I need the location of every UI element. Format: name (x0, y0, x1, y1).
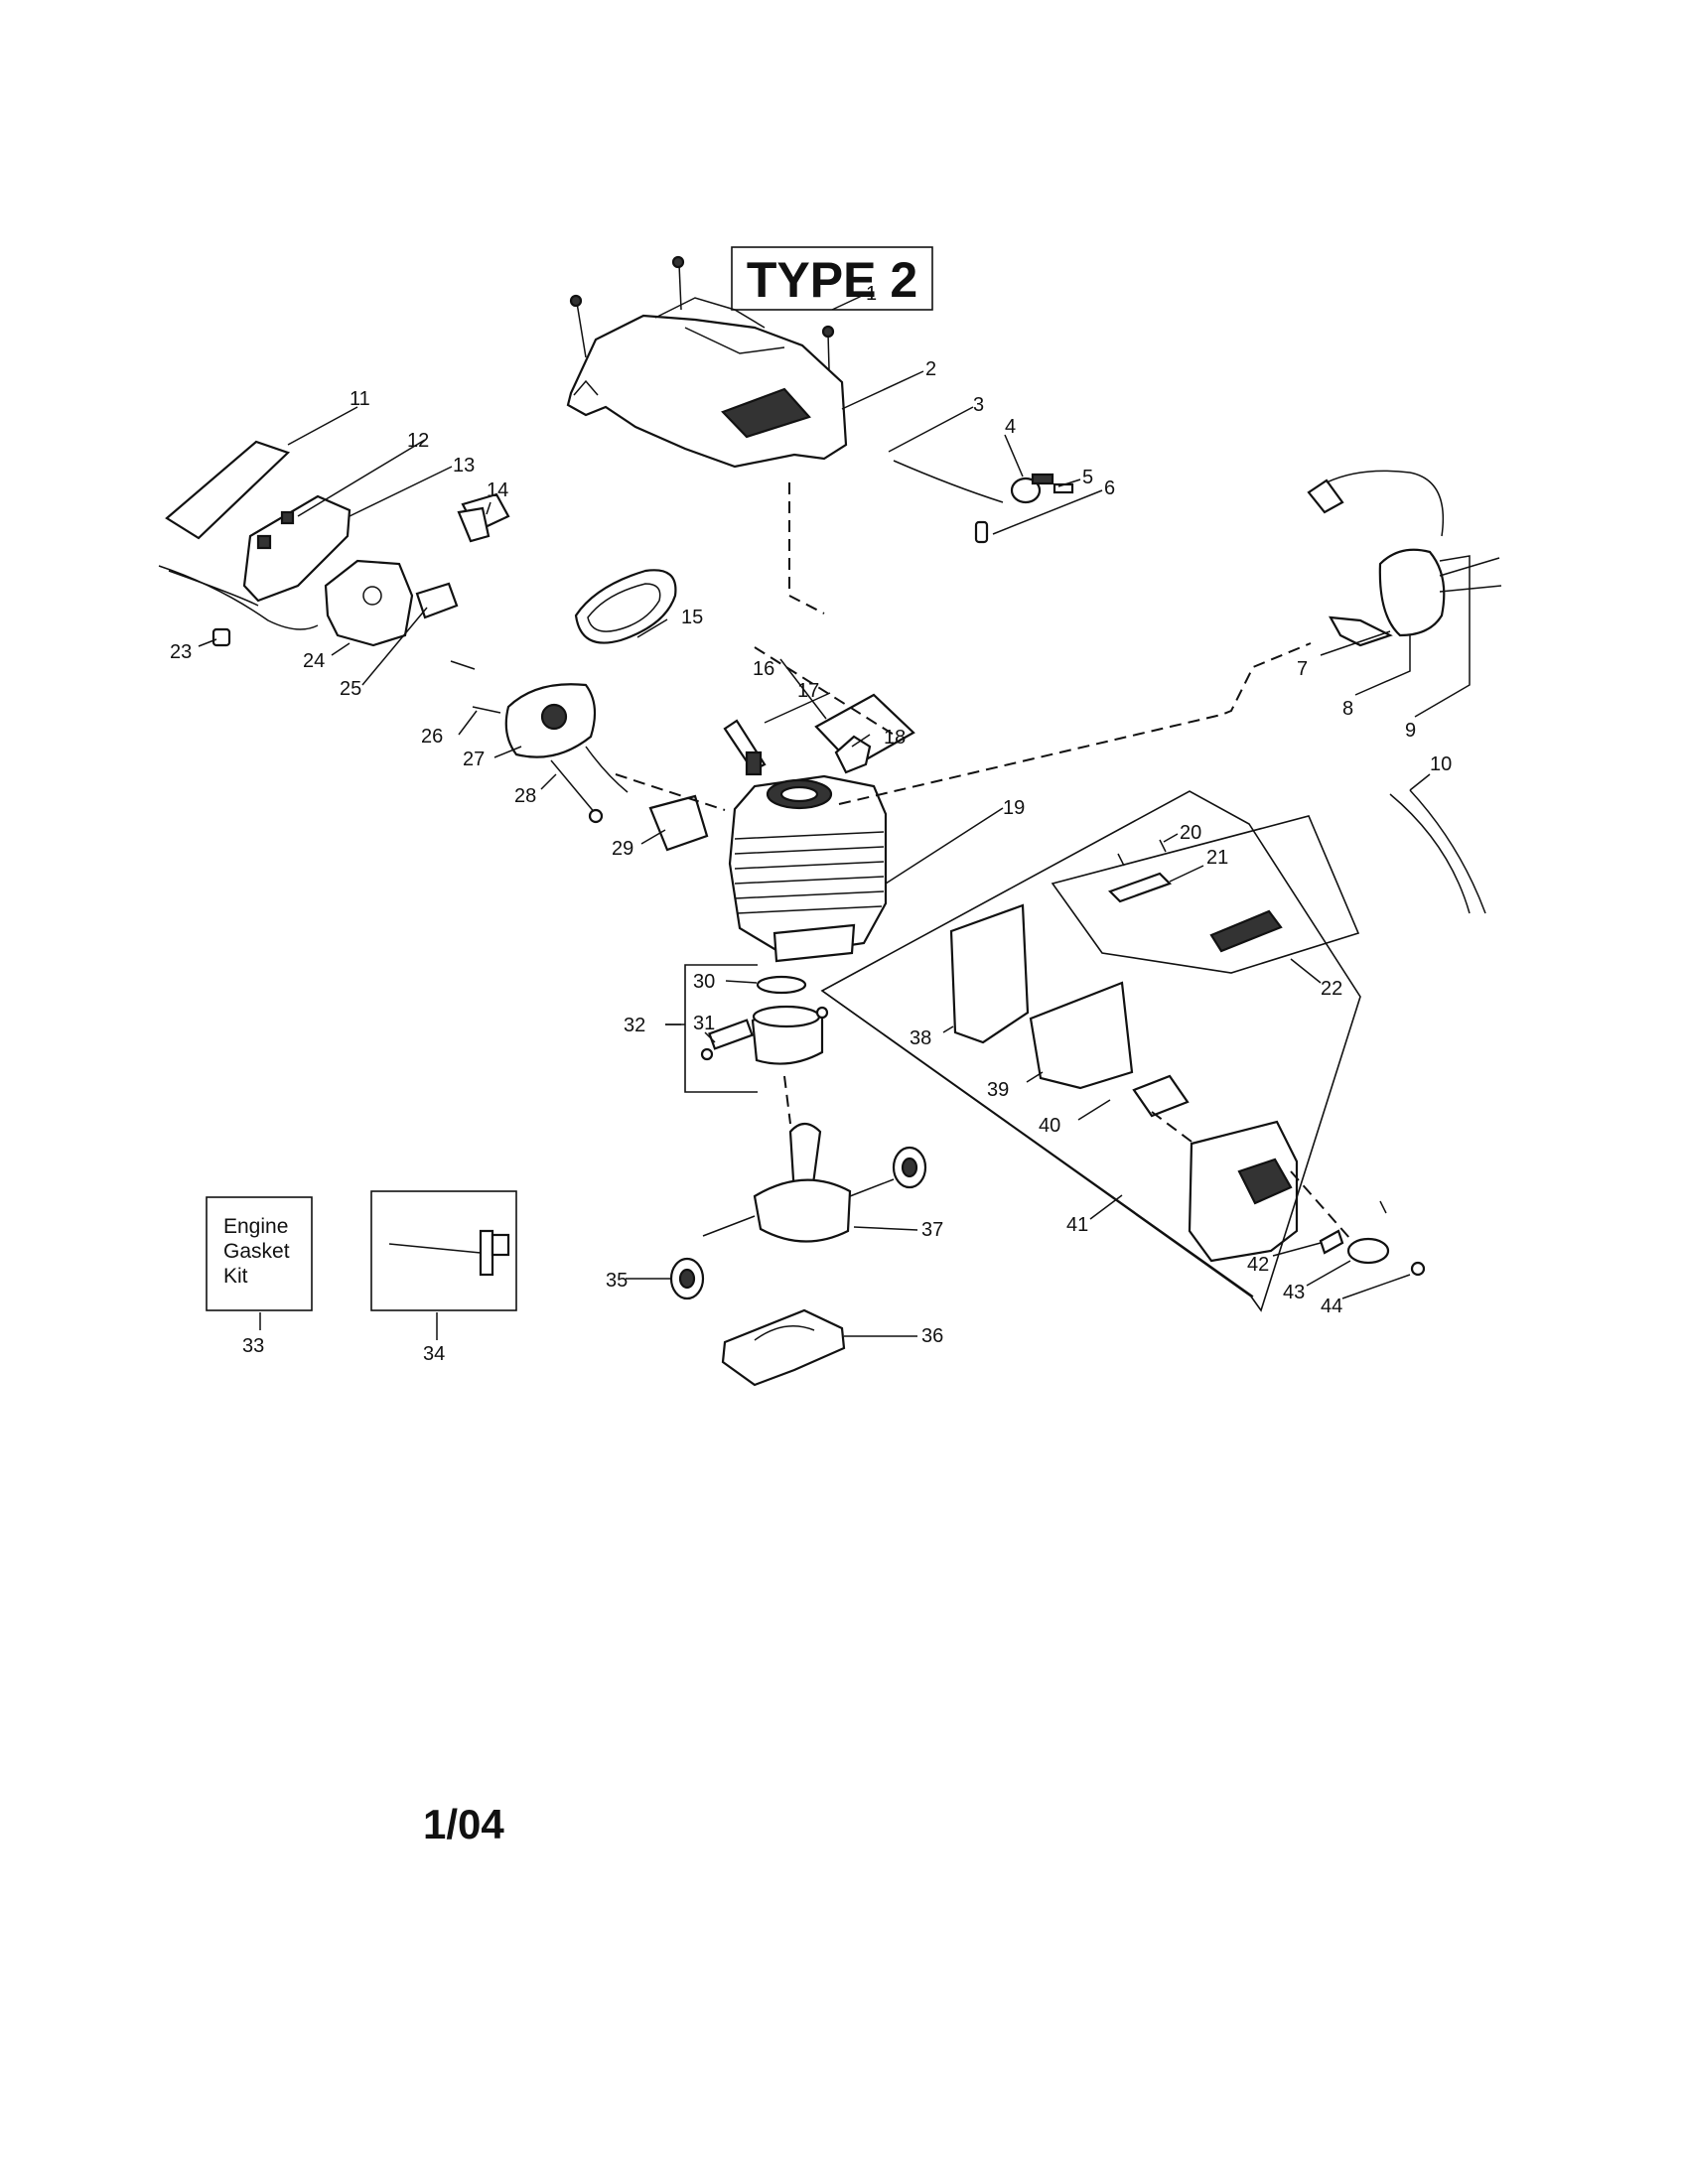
part-number: 34 (423, 1343, 445, 1365)
part-number: 10 (1430, 753, 1452, 775)
part-number: 35 (606, 1270, 628, 1292)
part-number: 5 (1082, 467, 1093, 488)
part-number: 37 (921, 1219, 943, 1241)
cylinder-drawing (728, 774, 888, 963)
part-number: 29 (612, 838, 633, 860)
part-number: 15 (681, 607, 703, 628)
part-number: 41 (1066, 1214, 1088, 1236)
part-number: 26 (421, 726, 443, 748)
cylinder-cover (566, 297, 848, 469)
title-box: TYPE 2 (731, 246, 933, 311)
group-boxes (665, 790, 1361, 1312)
part-number: 31 (693, 1013, 715, 1034)
part-number: 17 (797, 680, 819, 702)
part-number: 42 (1247, 1254, 1269, 1276)
part-number: 21 (1206, 847, 1228, 869)
part-number: 33 (242, 1335, 264, 1357)
kit-label-line-3: Kit (223, 1265, 248, 1288)
part-number: 27 (463, 749, 485, 770)
part-number: 24 (303, 650, 325, 672)
part-number: 18 (884, 727, 906, 749)
part-number: 28 (514, 785, 536, 807)
part-number: 44 (1321, 1296, 1342, 1317)
part-number: 20 (1180, 822, 1201, 844)
ignition-module-drawing (1307, 470, 1502, 647)
assembly-dashed-lines (615, 482, 1351, 1240)
part-number: 32 (624, 1015, 645, 1036)
kit-box-34 (370, 1190, 517, 1311)
part-number: 40 (1039, 1115, 1060, 1137)
revision-date: 1/04 (423, 1801, 504, 1847)
part-number: 1 (866, 283, 877, 305)
part-number: 12 (407, 430, 429, 452)
part-number: 36 (921, 1325, 943, 1347)
part-number: 38 (910, 1027, 931, 1049)
part-number-labels: 1 2 3 4 5 6 7 8 9 10 11 12 13 14 15 16 1… (170, 283, 1452, 1365)
crankshaft-drawing (669, 1122, 927, 1387)
part-number: 43 (1283, 1282, 1305, 1303)
kit-label-line-2: Gasket (223, 1240, 290, 1263)
part-number: 6 (1104, 478, 1115, 499)
part-drawings (158, 255, 1502, 1387)
part-number: 9 (1405, 720, 1416, 742)
part-number: 8 (1342, 698, 1353, 720)
part-number: 4 (1005, 416, 1016, 438)
part-number: 30 (693, 971, 715, 993)
part-number: 23 (170, 641, 192, 663)
part-number: 7 (1297, 658, 1308, 680)
scrench-tool-drawing (388, 1229, 510, 1277)
cover-screws (569, 255, 835, 370)
part-number: 25 (340, 678, 361, 700)
part-number: 19 (1003, 797, 1025, 819)
part-number: 39 (987, 1079, 1009, 1101)
part-number: 3 (973, 394, 984, 416)
diagram-title: TYPE 2 (747, 252, 917, 308)
part-number: 22 (1321, 978, 1342, 1000)
kit-label-line-1: Engine (223, 1215, 288, 1238)
part-number: 2 (925, 358, 936, 380)
kit-box-33: Engine Gasket Kit (206, 1196, 313, 1311)
part-number: 11 (350, 388, 370, 410)
part-number: 13 (453, 455, 475, 477)
part-number: 14 (487, 479, 508, 501)
part-number: 16 (753, 658, 774, 680)
